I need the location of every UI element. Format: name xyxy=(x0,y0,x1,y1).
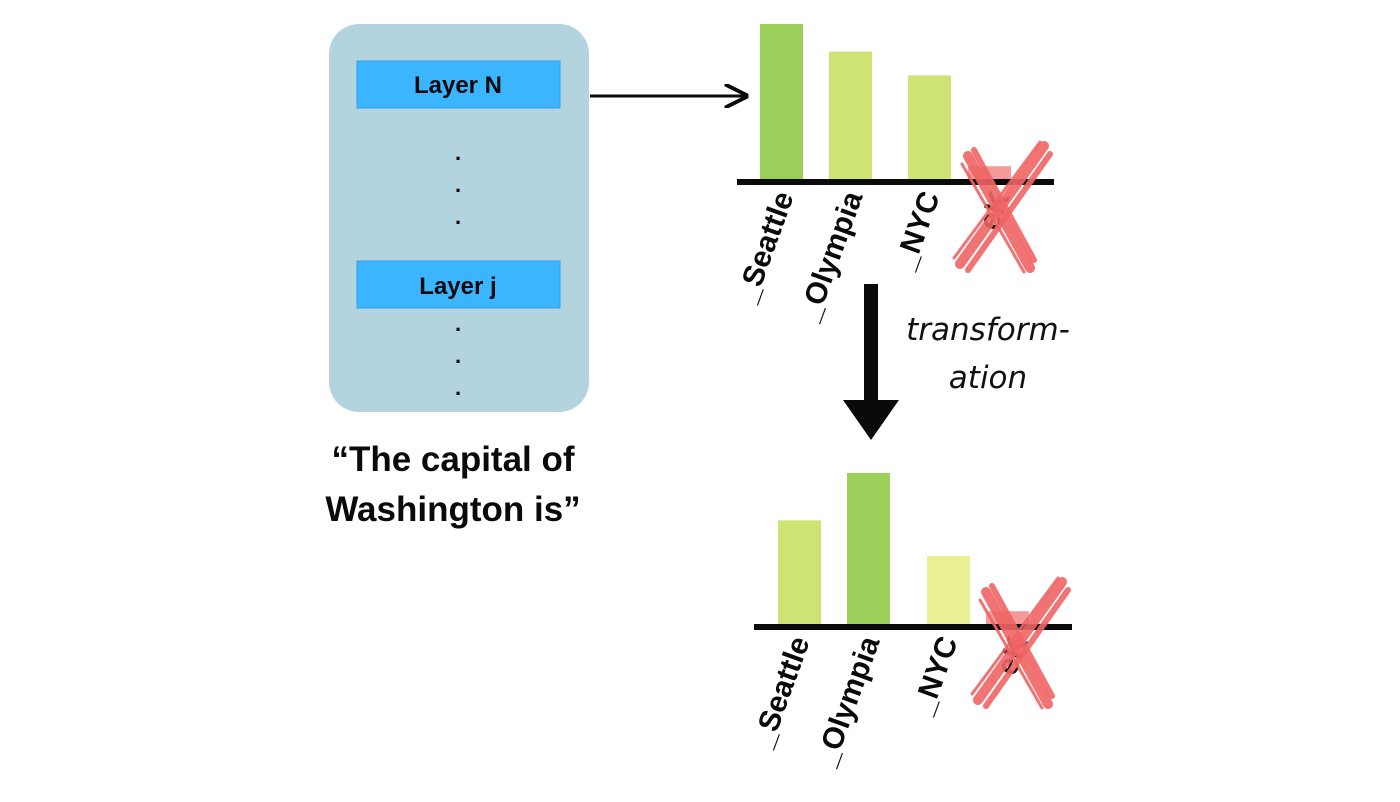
cross-stroke xyxy=(970,576,1060,696)
transform-label-line-1: transform- xyxy=(906,312,1070,348)
cross-stroke xyxy=(960,162,1026,274)
chart-bar-2 xyxy=(847,472,890,627)
chart-tick-label: _Seattle xyxy=(730,187,801,307)
chart-tick-label: _Olympia xyxy=(809,632,887,771)
cross-stroke xyxy=(952,140,1042,260)
prompt-line-1: “The capital of xyxy=(331,440,574,479)
ellipsis-dot: . xyxy=(455,375,461,400)
chart-tick-label: _Seattle xyxy=(746,632,817,752)
top-logit-chart: _Seattle_Olympia_NYCeK xyxy=(730,24,1054,326)
layer-n-label: Layer N xyxy=(414,72,502,99)
chart-tick-label: _NYC xyxy=(888,187,947,274)
transform-label-line-2: ation xyxy=(949,360,1027,396)
model-panel xyxy=(329,24,589,412)
crossed-out-mark-icon xyxy=(952,140,1053,274)
layer-n-box xyxy=(356,60,561,109)
ellipsis-dot: . xyxy=(455,343,461,368)
transformation-arrow-head xyxy=(843,400,899,440)
crossed-out-mark-icon xyxy=(970,576,1071,710)
cross-stroke xyxy=(965,151,1053,273)
ellipsis-dot: . xyxy=(455,140,461,165)
ellipsis-dot: . xyxy=(455,172,461,197)
chart-bar-3 xyxy=(908,75,951,182)
chart-bar-1 xyxy=(760,24,803,182)
layer-j-box xyxy=(356,260,561,309)
prompt-line-2: Washington is” xyxy=(325,490,580,529)
cross-stroke xyxy=(978,598,1044,710)
chart-bar-1 xyxy=(778,520,821,627)
chart-tick-label: _NYC xyxy=(906,632,965,719)
cross-stroke xyxy=(983,587,1071,709)
cross-stroke xyxy=(955,141,1049,269)
bottom-logit-chart: _Seattle_Olympia_NYCeK xyxy=(746,472,1072,771)
ellipsis-dot: . xyxy=(455,204,461,229)
chart-tick-label: _Olympia xyxy=(792,187,870,326)
transformation-arrow-shaft xyxy=(864,284,878,402)
ellipsis-dot: . xyxy=(455,311,461,336)
chart-bar-2 xyxy=(829,51,872,183)
layer-j-label: Layer j xyxy=(419,273,496,300)
chart-bar-3 xyxy=(927,555,970,627)
cross-stroke xyxy=(973,577,1067,705)
